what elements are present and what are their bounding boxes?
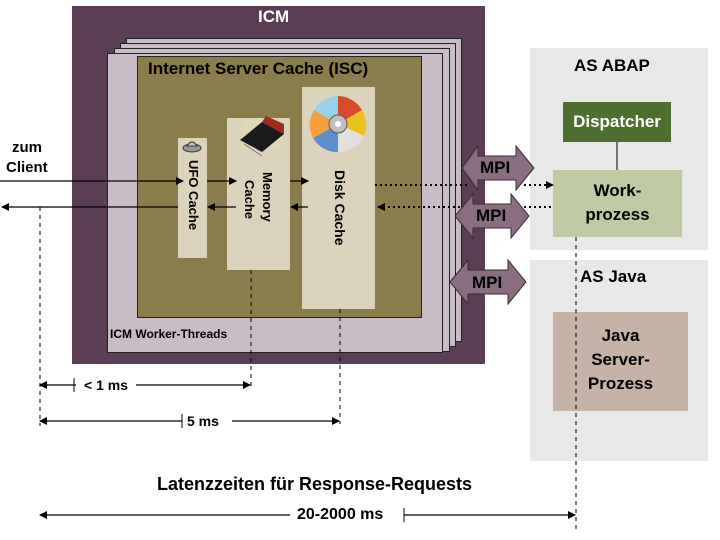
disk-icon	[309, 96, 367, 153]
workprozess-label-2: prozess	[585, 205, 650, 224]
workprozess-box	[553, 170, 682, 237]
isc-title: Internet Server Cache (ISC)	[148, 59, 369, 78]
client-label-1: zum	[12, 139, 42, 156]
memory-chip-icon	[240, 116, 284, 157]
ufo-cache-box	[178, 138, 207, 258]
latency-ufo-label: < 1 ms	[84, 377, 128, 393]
mpi-label-1: MPI	[480, 158, 511, 177]
mpi-arrow-2	[454, 192, 530, 240]
latency-disk-label: 5 ms	[187, 413, 219, 429]
mpi-label-2: MPI	[476, 206, 507, 225]
as-java-title: AS Java	[580, 267, 647, 286]
dispatcher-label: Dispatcher	[573, 112, 661, 131]
mpi-arrow-3	[449, 258, 527, 306]
workprozess-label-1: Work-	[593, 181, 642, 200]
ufo-cache-label: UFO Cache	[186, 160, 201, 231]
worker-threads-label: ICM Worker-Threads	[110, 327, 228, 341]
latency-total-label: 20-2000 ms	[297, 506, 384, 523]
java-server-label-1: Java	[601, 326, 640, 345]
ufo-icon	[182, 141, 202, 153]
mpi-label-3: MPI	[472, 273, 503, 292]
dispatcher-box	[563, 102, 671, 142]
java-server-label-2: Server-	[591, 350, 650, 369]
latency-title: Latenzzeiten für Response-Requests	[157, 474, 473, 494]
memory-cache-label-1: Memory	[260, 172, 275, 222]
mpi-arrow-1	[461, 144, 535, 192]
memory-cache-label-2: Cache	[242, 180, 257, 220]
disk-cache-label: Disk Cache	[332, 170, 348, 246]
icm-title: ICM	[258, 7, 290, 26]
as-abap-title: AS ABAP	[574, 56, 650, 75]
java-server-label-3: Prozess	[587, 374, 654, 393]
client-label-2: Client	[6, 159, 48, 176]
